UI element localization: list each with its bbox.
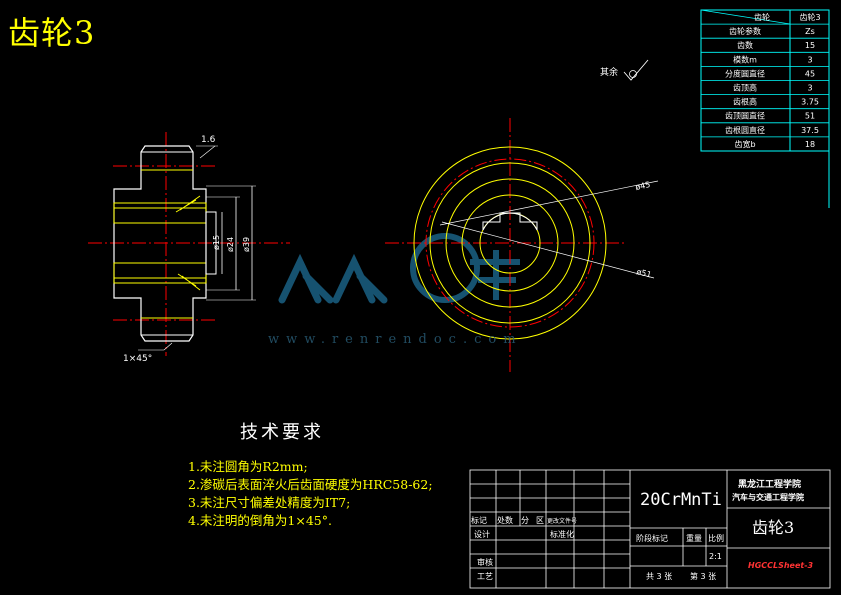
gear-param-label: 齿顶圆直径 <box>725 111 765 121</box>
dim-d45-label: ø45 <box>635 180 652 192</box>
svg-text:标记: 标记 <box>471 515 487 525</box>
gear-param-label: 齿轮 <box>754 12 770 22</box>
pitch-circle <box>425 158 595 328</box>
gear-param-label: 模数m <box>733 54 757 64</box>
gear-param-label: 齿顶高 <box>733 83 757 93</box>
college-name: 汽车与交通工程学院 <box>732 492 804 502</box>
watermark-text: www.renrendoc.com <box>268 332 523 347</box>
dim-d24-label: ø24 <box>226 237 235 252</box>
gear-param-value: 18 <box>805 140 815 149</box>
dim-d15-label: ø15 <box>212 235 221 250</box>
gear-param-label: 齿轮参数 <box>729 26 761 36</box>
dim-d39-label: ø39 <box>242 237 251 252</box>
tech-note: 2.渗碳后表面淬火后齿面硬度为HRC58-62; <box>188 477 433 492</box>
tech-note: 4.未注明的倒角为1×45°. <box>188 513 332 528</box>
svg-text:重量: 重量 <box>686 533 702 543</box>
keyway <box>482 212 538 231</box>
dim-chamfer-top: 1.6 <box>201 135 216 145</box>
dim-d51-leader <box>441 221 655 279</box>
part-name: 齿轮3 <box>752 518 794 537</box>
school-name: 黑龙江工程学院 <box>738 478 801 490</box>
dim-d45-leader <box>439 180 659 226</box>
front-circular-view: ø45 ø51 <box>385 118 659 372</box>
sheet-total: 共 3 张 <box>646 572 672 581</box>
svg-text:设计: 设计 <box>474 529 490 539</box>
svg-text:更改文件号: 更改文件号 <box>547 517 577 525</box>
svg-text:比例: 比例 <box>708 533 724 543</box>
tip-circle <box>413 146 607 340</box>
svg-text:阶段标记: 阶段标记 <box>636 533 668 543</box>
sheet-number: 第 3 张 <box>690 571 716 581</box>
svg-text:工艺: 工艺 <box>477 572 493 581</box>
drawing-number: HGCCLSheet-3 <box>748 561 814 570</box>
scale-value: 2:1 <box>709 552 722 561</box>
drawing-title: 齿轮3 <box>8 14 96 52</box>
gear-param-value: 3.75 <box>801 98 819 107</box>
gear-param-value: 齿轮3 <box>799 12 820 22</box>
svg-text:审核: 审核 <box>477 557 493 567</box>
svg-text:其余: 其余 <box>600 66 618 78</box>
tech-note: 3.未注尺寸偏差处精度为IT7; <box>188 495 351 510</box>
gear-param-value: 51 <box>805 112 815 121</box>
gear-param-label: 齿数 <box>737 40 753 50</box>
roughness-symbol: 其余 <box>600 59 649 81</box>
gear-param-value: Zs <box>805 27 815 36</box>
svg-text:处数: 处数 <box>497 515 513 525</box>
gear-param-label: 齿根圆直径 <box>725 125 765 135</box>
svg-text:区: 区 <box>536 516 544 525</box>
material: 20CrMnTi <box>640 490 722 510</box>
svg-text:标准化: 标准化 <box>550 529 574 539</box>
gear-param-value: 45 <box>805 69 815 78</box>
gear-param-value: 3 <box>807 55 812 64</box>
side-section-view: 1.6 1×45° ø15 ø24 ø39 <box>88 132 290 364</box>
title-block-text: 20CrMnTi 黑龙江工程学院 汽车与交通工程学院 齿轮3 标记 处数 分 区… <box>471 478 814 581</box>
gear-parameter-table: 齿轮 齿轮3 齿轮参数 Zs 齿数 15 模数m 3 分度圆直径 45 齿顶高 3 齿根高 3.75 齿顶圆… <box>700 9 830 208</box>
title-block <box>469 469 831 589</box>
dim-d51-label: ø51 <box>636 267 653 279</box>
root-circle <box>429 162 591 324</box>
gear-param-label: 齿根高 <box>733 97 757 107</box>
dim-chamfer-bottom: 1×45° <box>123 354 152 364</box>
gear-param-value: 37.5 <box>801 126 819 135</box>
gear-param-value: 15 <box>805 41 815 50</box>
gear-param-label: 齿宽b <box>734 139 755 149</box>
tech-requirements-title: 技术要求 <box>240 422 324 443</box>
tech-requirements-notes: 1.未注圆角为R2mm; 2.渗碳后表面淬火后齿面硬度为HRC58-62; 3.… <box>188 458 433 530</box>
gear-param-label: 分度圆直径 <box>725 68 765 78</box>
gear-param-value: 3 <box>807 84 812 93</box>
tech-note: 1.未注圆角为R2mm; <box>188 459 308 474</box>
watermark-logo <box>278 233 520 304</box>
svg-text:分: 分 <box>521 516 529 525</box>
